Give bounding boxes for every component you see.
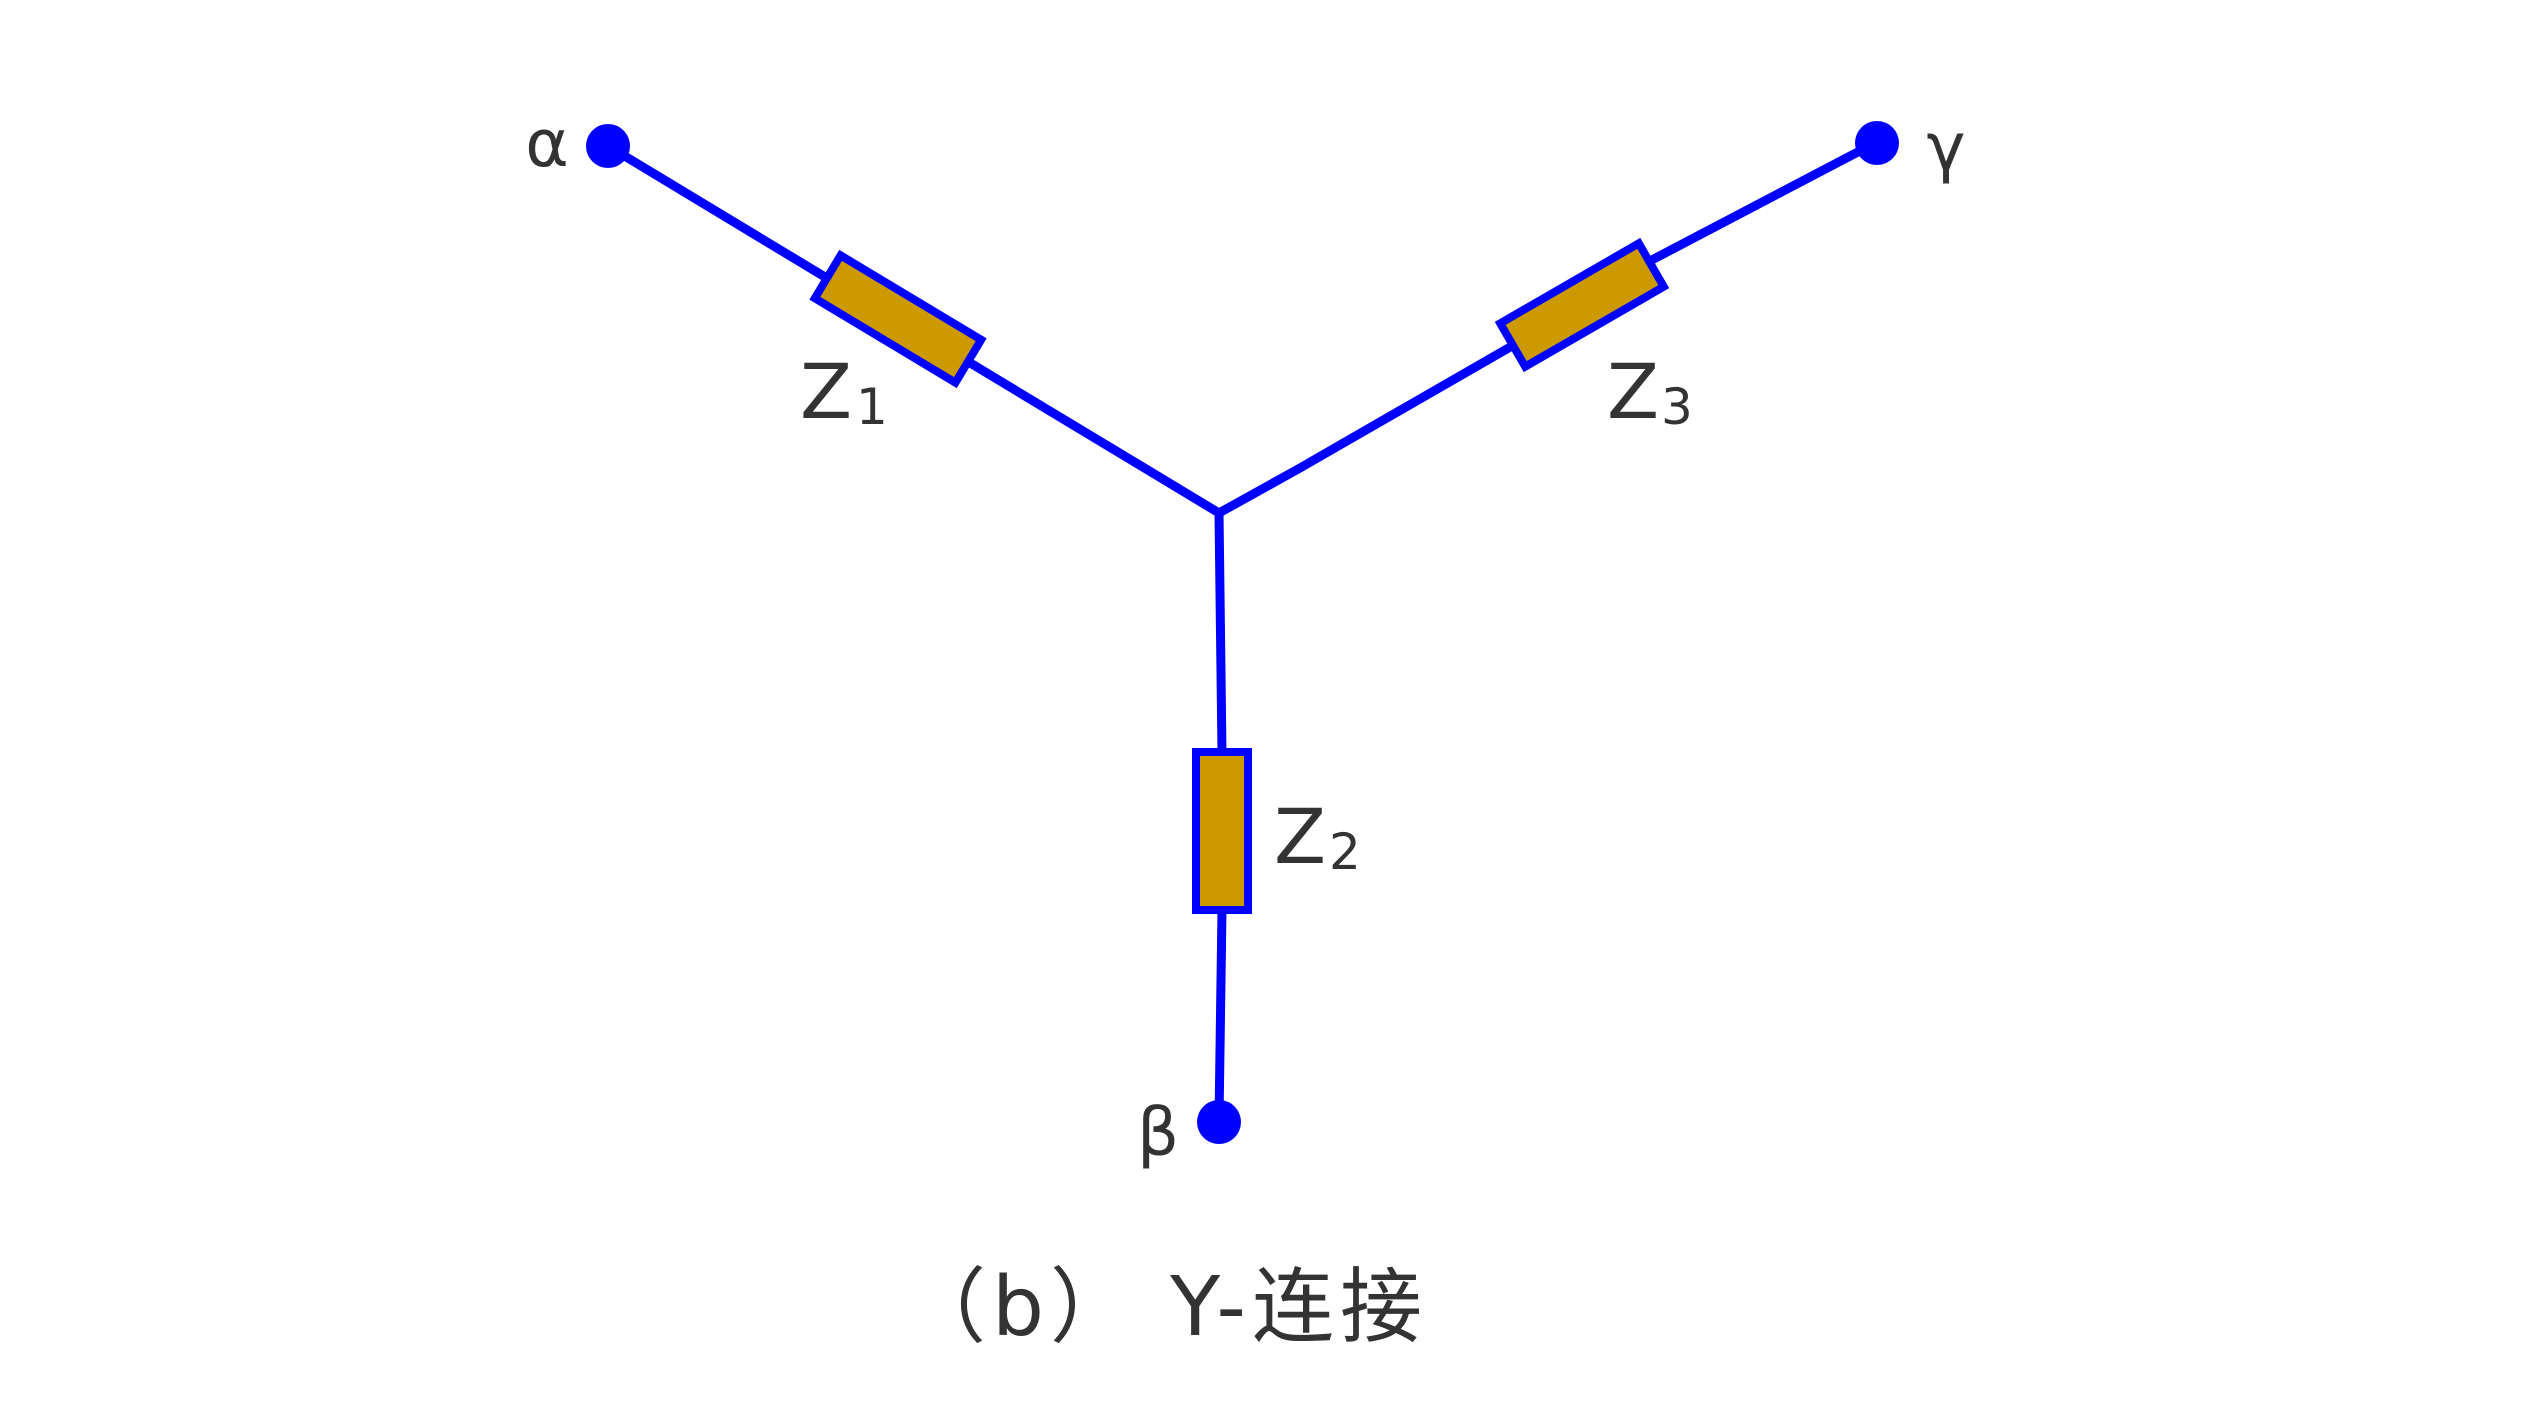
impedance-z2-symbol: Z (1274, 792, 1326, 881)
impedance-z2-subscript: 2 (1329, 823, 1361, 881)
terminal-alpha-node (586, 124, 630, 168)
wire-z3-gamma (1643, 138, 1880, 267)
impedance-z1-subscript: 1 (856, 378, 888, 436)
wire-center-z2 (1214, 508, 1227, 758)
terminal-beta-label: β (1137, 1094, 1179, 1171)
impedance-z2-body (1192, 748, 1252, 914)
terminal-beta-node (1197, 1100, 1241, 1144)
impedance-z1-body (809, 249, 987, 389)
wire-z2-beta (1214, 905, 1227, 1125)
impedance-z1-label: Z 1 (800, 347, 888, 436)
impedance-z3-symbol: Z (1607, 347, 1659, 436)
diagram-caption: （b） Y-连接 (904, 1260, 1428, 1355)
impedance-z1-symbol: Z (800, 347, 852, 436)
wire-alpha-z1 (603, 141, 835, 285)
impedance-z3-label: Z 3 (1607, 347, 1693, 436)
terminal-gamma-label: γ (1926, 109, 1965, 186)
impedance-z2-label: Z 2 (1274, 792, 1361, 881)
wire-center-z3 (1214, 341, 1517, 518)
impedance-z3-subscript: 3 (1661, 378, 1693, 436)
wire-z1-center (957, 353, 1224, 518)
impedance-z3 (1494, 237, 1670, 373)
impedance-z1 (809, 249, 987, 389)
impedance-z3-body (1494, 237, 1670, 373)
terminal-gamma-node (1855, 121, 1899, 165)
terminal-alpha-label: α (525, 105, 569, 182)
wires (603, 138, 1880, 1125)
impedance-z2 (1192, 748, 1252, 914)
